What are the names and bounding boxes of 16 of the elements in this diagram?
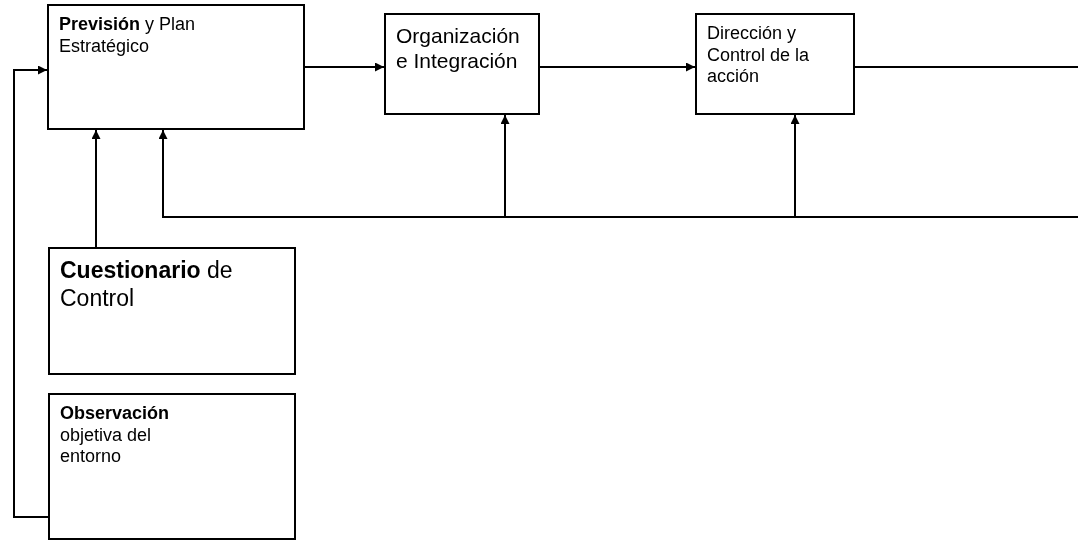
arrow bbox=[790, 114, 1078, 218]
process-box bbox=[695, 13, 855, 115]
node-text: Cuestionario de Control bbox=[60, 257, 234, 313]
node-text: Dirección y Control de la acción bbox=[707, 23, 811, 88]
connector-line bbox=[854, 66, 1078, 68]
arrow bbox=[13, 65, 49, 518]
process-box bbox=[384, 13, 540, 115]
node-text: Organización e Integración bbox=[396, 23, 521, 74]
arrow bbox=[304, 62, 385, 72]
process-box bbox=[48, 393, 296, 540]
process-box bbox=[48, 247, 296, 375]
arrow bbox=[91, 129, 101, 248]
process-box bbox=[47, 4, 305, 130]
node-text: Previsión y Plan Estratégico bbox=[59, 14, 197, 58]
node-text: Observación objetiva del entorno bbox=[60, 403, 171, 468]
arrow bbox=[539, 62, 696, 72]
